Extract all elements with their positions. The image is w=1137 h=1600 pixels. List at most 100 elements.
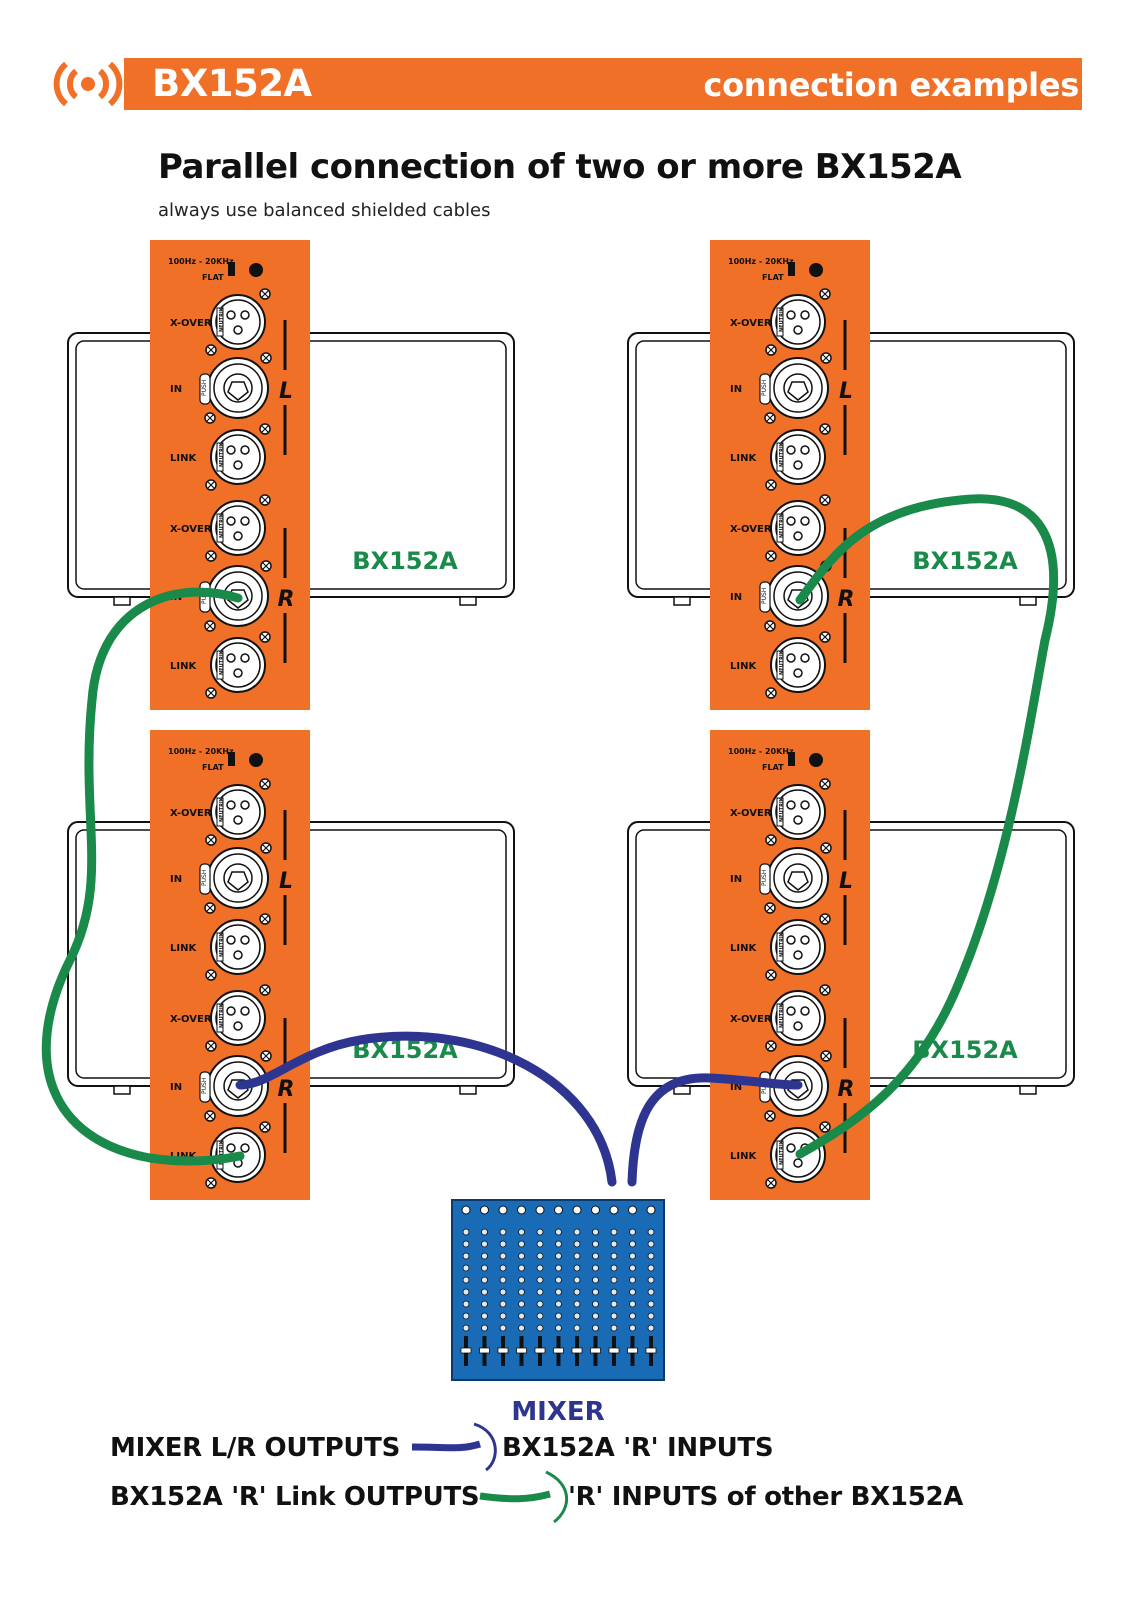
mixer-knob[interactable] xyxy=(536,1240,544,1248)
mixer-knob[interactable] xyxy=(647,1240,655,1248)
mixer-knob[interactable] xyxy=(629,1252,636,1260)
mixer-knob[interactable] xyxy=(555,1324,562,1332)
mixer-knob[interactable] xyxy=(592,1240,599,1248)
mixer-knob[interactable] xyxy=(518,1300,525,1308)
mixer-knob[interactable] xyxy=(573,1288,581,1296)
mixer-knob[interactable] xyxy=(499,1288,507,1296)
mixer-knob[interactable] xyxy=(647,1324,655,1332)
mixer-knob[interactable] xyxy=(647,1288,655,1296)
mixer-knob[interactable] xyxy=(499,1300,507,1308)
mixer-knob[interactable] xyxy=(592,1228,599,1236)
mixer-knob[interactable] xyxy=(481,1240,488,1248)
eq-switch[interactable] xyxy=(788,752,795,766)
mixer-knob[interactable] xyxy=(518,1252,525,1260)
mixer-input-jack[interactable] xyxy=(498,1205,508,1215)
mixer-input-jack[interactable] xyxy=(591,1205,600,1215)
mixer-knob[interactable] xyxy=(573,1300,581,1308)
mixer-knob[interactable] xyxy=(629,1300,636,1308)
mixer-input-jack[interactable] xyxy=(461,1205,471,1215)
mixer-knob[interactable] xyxy=(573,1228,581,1236)
mixer-knob[interactable] xyxy=(592,1264,599,1272)
mixer-knob[interactable] xyxy=(462,1276,470,1284)
mixer-knob[interactable] xyxy=(536,1276,544,1284)
mixer-knob[interactable] xyxy=(462,1288,470,1296)
mixer-knob[interactable] xyxy=(592,1324,599,1332)
mixer-knob[interactable] xyxy=(592,1252,599,1260)
mixer-knob[interactable] xyxy=(647,1276,655,1284)
mixer-knob[interactable] xyxy=(481,1264,488,1272)
mixer-input-jack[interactable] xyxy=(572,1205,582,1215)
mixer-knob[interactable] xyxy=(536,1300,544,1308)
mixer-knob[interactable] xyxy=(536,1252,544,1260)
mixer-knob[interactable] xyxy=(555,1312,562,1320)
mixer-knob[interactable] xyxy=(573,1252,581,1260)
mixer-knob[interactable] xyxy=(629,1228,636,1236)
mixer-knob[interactable] xyxy=(499,1252,507,1260)
mixer-knob[interactable] xyxy=(462,1228,470,1236)
mixer-input-jack[interactable] xyxy=(535,1205,545,1215)
mixer-knob[interactable] xyxy=(518,1264,525,1272)
mixer-knob[interactable] xyxy=(555,1240,562,1248)
mixer-knob[interactable] xyxy=(610,1300,618,1308)
mixer-input-jack[interactable] xyxy=(609,1205,619,1215)
mixer-knob[interactable] xyxy=(573,1264,581,1272)
mixer-knob[interactable] xyxy=(610,1240,618,1248)
mixer-knob[interactable] xyxy=(481,1312,488,1320)
mixer-knob[interactable] xyxy=(555,1264,562,1272)
mixer-knob[interactable] xyxy=(610,1288,618,1296)
mixer-knob[interactable] xyxy=(499,1240,507,1248)
mixer-knob[interactable] xyxy=(481,1228,488,1236)
mixer-knob[interactable] xyxy=(647,1264,655,1272)
mixer-input-jack[interactable] xyxy=(554,1205,563,1215)
mixer-knob[interactable] xyxy=(629,1324,636,1332)
mixer-knob[interactable] xyxy=(462,1264,470,1272)
eq-switch[interactable] xyxy=(228,752,235,766)
mixer-knob[interactable] xyxy=(499,1228,507,1236)
mixer-knob[interactable] xyxy=(592,1300,599,1308)
mixer-input-jack[interactable] xyxy=(628,1205,637,1215)
mixer-knob[interactable] xyxy=(536,1228,544,1236)
mixer-knob[interactable] xyxy=(518,1228,525,1236)
mixer-input-jack[interactable] xyxy=(517,1205,526,1215)
mixer-knob[interactable] xyxy=(610,1312,618,1320)
mixer-knob[interactable] xyxy=(536,1324,544,1332)
mixer-knob[interactable] xyxy=(518,1240,525,1248)
mixer-input-jack[interactable] xyxy=(480,1205,489,1215)
mixer-knob[interactable] xyxy=(629,1264,636,1272)
mixer-knob[interactable] xyxy=(462,1324,470,1332)
mixer-knob[interactable] xyxy=(462,1252,470,1260)
mixer-knob[interactable] xyxy=(481,1276,488,1284)
mixer-input-jack[interactable] xyxy=(646,1205,656,1215)
mixer-knob[interactable] xyxy=(462,1240,470,1248)
mixer-knob[interactable] xyxy=(610,1276,618,1284)
mixer-knob[interactable] xyxy=(536,1312,544,1320)
mixer-knob[interactable] xyxy=(555,1288,562,1296)
mixer-knob[interactable] xyxy=(573,1312,581,1320)
mixer-knob[interactable] xyxy=(462,1300,470,1308)
mixer-knob[interactable] xyxy=(555,1228,562,1236)
mixer-knob[interactable] xyxy=(499,1264,507,1272)
mixer-knob[interactable] xyxy=(499,1312,507,1320)
mixer-knob[interactable] xyxy=(481,1252,488,1260)
mixer-knob[interactable] xyxy=(462,1312,470,1320)
mixer-knob[interactable] xyxy=(610,1228,618,1236)
mixer-knob[interactable] xyxy=(592,1288,599,1296)
mixer-knob[interactable] xyxy=(592,1276,599,1284)
mixer-knob[interactable] xyxy=(518,1324,525,1332)
mixer-knob[interactable] xyxy=(629,1276,636,1284)
mixer-knob[interactable] xyxy=(518,1288,525,1296)
mixer-knob[interactable] xyxy=(629,1288,636,1296)
mixer-knob[interactable] xyxy=(592,1312,599,1320)
mixer-knob[interactable] xyxy=(536,1264,544,1272)
mixer-knob[interactable] xyxy=(629,1240,636,1248)
mixer-knob[interactable] xyxy=(573,1276,581,1284)
mixer-knob[interactable] xyxy=(610,1324,618,1332)
mixer-knob[interactable] xyxy=(647,1252,655,1260)
mixer-knob[interactable] xyxy=(573,1324,581,1332)
mixer-knob[interactable] xyxy=(555,1252,562,1260)
mixer-knob[interactable] xyxy=(610,1264,618,1272)
mixer-knob[interactable] xyxy=(499,1324,507,1332)
mixer-knob[interactable] xyxy=(647,1228,655,1236)
mixer-knob[interactable] xyxy=(629,1312,636,1320)
mixer-knob[interactable] xyxy=(536,1288,544,1296)
